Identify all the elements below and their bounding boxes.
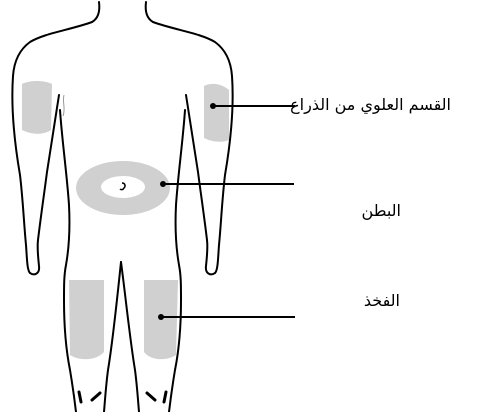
leader-dot-abdomen [160,181,166,187]
label-thigh: الفخذ [364,293,400,309]
abdomen-inner [101,176,145,198]
upper-arm-zone-left [22,81,52,134]
label-upper-arm: القسم العلوي من الذراع [290,97,451,113]
elbow-mark [63,95,64,116]
upper-arm-zone-right [204,84,229,142]
leader-dot-thigh [158,314,164,320]
knee-marks [79,392,166,402]
thigh-zone-left [69,280,104,359]
label-abdomen: البطن [362,203,401,219]
leader-dot-arm [210,103,216,109]
